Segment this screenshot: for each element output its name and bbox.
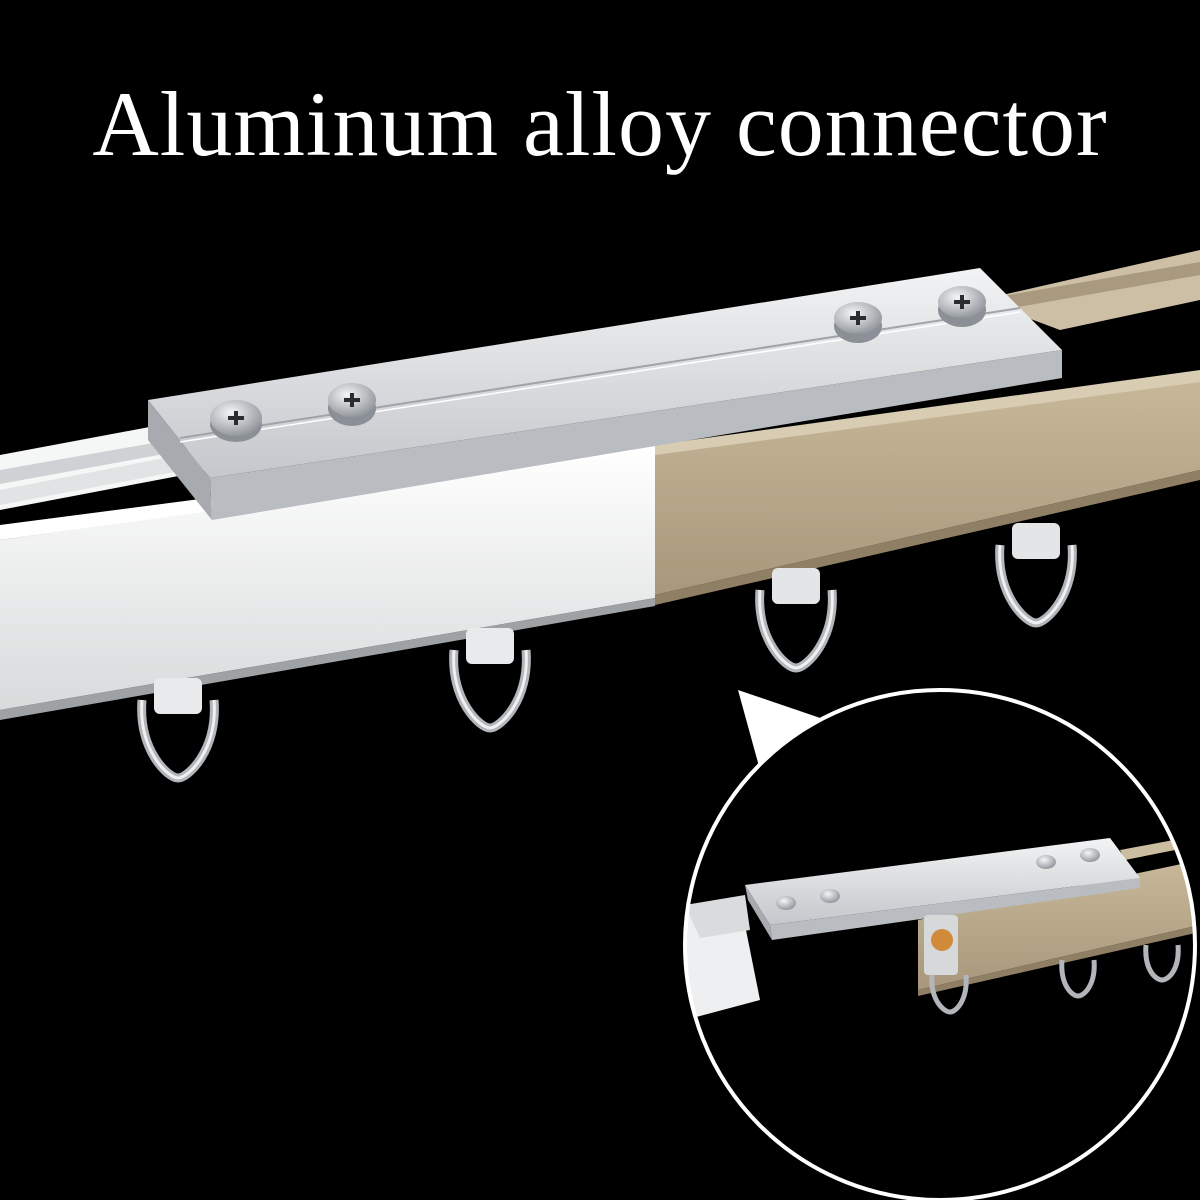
glider-icon bbox=[137, 678, 219, 783]
screw-icon bbox=[328, 383, 376, 426]
headline: Aluminum alloy connector bbox=[92, 73, 1108, 175]
screw-icon bbox=[834, 302, 882, 343]
glider-icon bbox=[1059, 959, 1097, 999]
screw-icon bbox=[1036, 855, 1056, 869]
screw-icon bbox=[210, 400, 262, 442]
glider-icon bbox=[929, 974, 969, 1015]
screw-icon bbox=[820, 889, 840, 903]
glider-icon bbox=[755, 568, 837, 673]
pointer-icon bbox=[738, 690, 832, 770]
screw-icon bbox=[938, 286, 986, 327]
inset-detail bbox=[683, 688, 1197, 1200]
screw-icon bbox=[776, 896, 796, 910]
screw-icon bbox=[1080, 848, 1100, 862]
connector-plate bbox=[148, 268, 1062, 520]
glider-icon bbox=[449, 628, 531, 733]
glider-icon bbox=[995, 523, 1077, 628]
glider-icon bbox=[1143, 944, 1181, 983]
